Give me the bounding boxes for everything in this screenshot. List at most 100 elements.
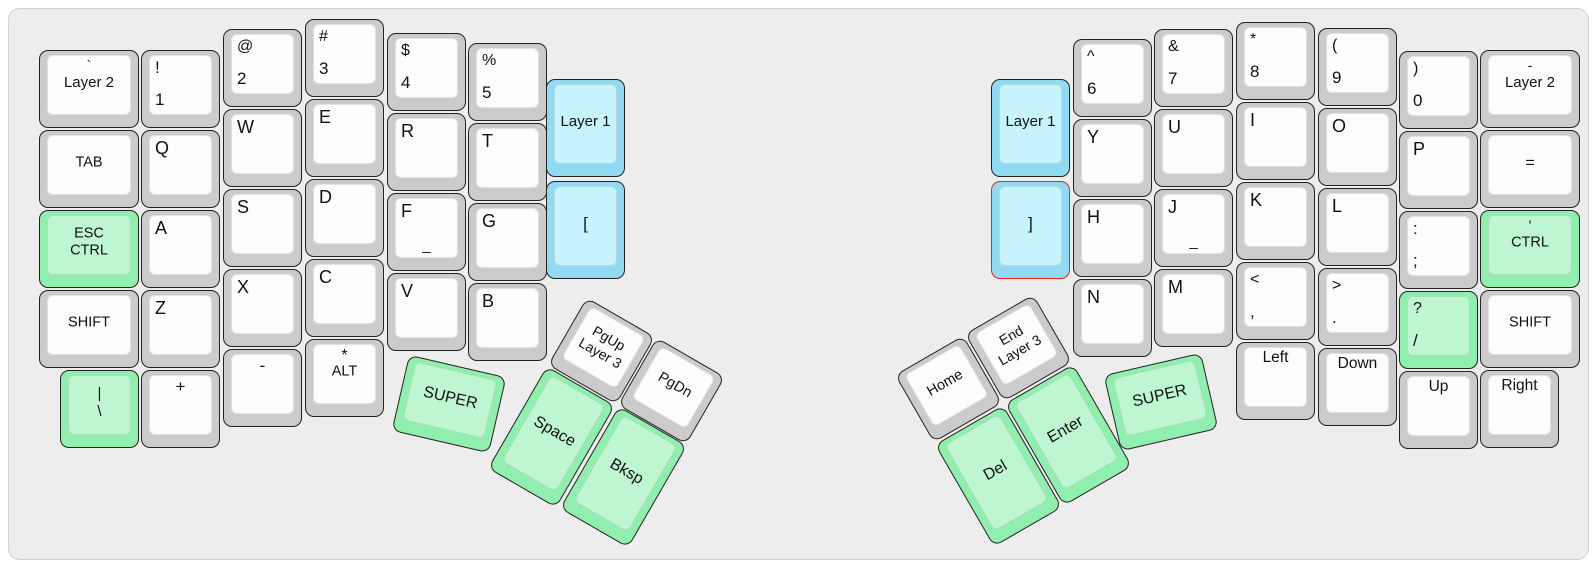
keycap-top — [1081, 124, 1144, 184]
keycap-top — [1326, 273, 1389, 333]
keycap-top — [313, 344, 376, 404]
key-r-question-slash[interactable]: ?/ — [1399, 291, 1478, 369]
key-r-minus-layer2[interactable]: -Layer 2 — [1480, 50, 1580, 128]
keycap-top — [903, 343, 989, 428]
key-r-up[interactable]: Up — [1399, 371, 1478, 449]
key-r-layer1[interactable]: Layer 1 — [991, 79, 1070, 177]
keycap-top — [1244, 267, 1307, 327]
keycap-top — [149, 135, 212, 195]
key-l-pipe-backslash[interactable]: | \ — [60, 370, 139, 448]
key-r-amp-7[interactable]: &7 — [1154, 29, 1233, 107]
keycap-top — [47, 295, 131, 355]
keycap-top — [1326, 193, 1389, 253]
key-l-r[interactable]: R — [387, 113, 466, 191]
key-l-layer1[interactable]: Layer 1 — [546, 79, 625, 177]
keycap-top — [1081, 284, 1144, 344]
keycap-top — [231, 34, 294, 94]
key-r-down[interactable]: Down — [1318, 348, 1397, 426]
key-l-v[interactable]: V — [387, 273, 466, 351]
keycap-top — [47, 55, 131, 115]
keycap-top — [476, 288, 539, 348]
key-l-x[interactable]: X — [223, 269, 302, 347]
keycap-top — [395, 198, 458, 258]
key-r-super[interactable]: SUPER — [1103, 352, 1219, 452]
key-l-at-2[interactable]: @2 — [223, 29, 302, 107]
key-r-left[interactable]: Left — [1236, 342, 1315, 420]
keycap-top — [395, 278, 458, 338]
keycap-top — [1244, 107, 1307, 167]
key-l-esc-ctrl[interactable]: ESC CTRL — [39, 210, 139, 288]
keycap-top — [554, 186, 617, 266]
key-r-rparen-0[interactable]: )0 — [1399, 51, 1478, 129]
key-l-dollar-4[interactable]: $4 — [387, 33, 466, 111]
key-r-o[interactable]: O — [1318, 108, 1397, 186]
key-l-a[interactable]: A — [141, 210, 220, 288]
keycap-top — [476, 128, 539, 188]
keycap-top — [1488, 55, 1572, 115]
key-r-ast-8[interactable]: *8 — [1236, 22, 1315, 100]
key-l-shift[interactable]: SHIFT — [39, 290, 139, 368]
keycap-top — [1326, 353, 1389, 413]
key-r-n[interactable]: N — [1073, 279, 1152, 357]
keycap-top — [1488, 375, 1551, 435]
key-l-hash-3[interactable]: #3 — [305, 19, 384, 97]
key-r-lt-comma[interactable]: <, — [1236, 262, 1315, 340]
keycap-top — [1244, 187, 1307, 247]
key-l-minus[interactable]: - — [223, 349, 302, 427]
key-l-q[interactable]: Q — [141, 130, 220, 208]
key-l-w[interactable]: W — [223, 109, 302, 187]
keycap-top — [313, 104, 376, 164]
key-r-h[interactable]: H — [1073, 199, 1152, 277]
keycap-top — [1244, 27, 1307, 87]
keycap-top — [1081, 44, 1144, 104]
key-r-k[interactable]: K — [1236, 182, 1315, 260]
keycap-top — [999, 186, 1062, 266]
keycap-top — [231, 114, 294, 174]
keycap-top — [1081, 204, 1144, 264]
key-r-lparen-9[interactable]: (9 — [1318, 28, 1397, 106]
key-l-c[interactable]: C — [305, 259, 384, 337]
key-r-shift[interactable]: SHIFT — [1480, 290, 1580, 368]
key-l-ast-alt[interactable]: *ALT — [305, 339, 384, 417]
key-r-right[interactable]: Right — [1480, 370, 1559, 448]
key-l-b[interactable]: B — [468, 283, 547, 361]
key-r-caret-6[interactable]: ^6 — [1073, 39, 1152, 117]
keycap-top — [1244, 347, 1307, 407]
key-l-t[interactable]: T — [468, 123, 547, 201]
key-l-lbracket[interactable]: [ — [546, 181, 625, 279]
key-l-g[interactable]: G — [468, 203, 547, 281]
key-l-f[interactable]: F_ — [387, 193, 466, 271]
key-l-backtick-layer2[interactable]: `Layer 2 — [39, 50, 139, 128]
keycap-top — [313, 264, 376, 324]
keycap-top — [231, 274, 294, 334]
key-r-equals[interactable]: = — [1480, 130, 1580, 208]
keycap-top — [68, 375, 131, 435]
key-r-y[interactable]: Y — [1073, 119, 1152, 197]
key-r-m[interactable]: M — [1154, 269, 1233, 347]
key-r-quote-ctrl[interactable]: 'CTRL — [1480, 210, 1580, 288]
keycap-top — [1407, 376, 1470, 436]
key-r-rbracket[interactable]: ] — [991, 181, 1070, 279]
key-r-i[interactable]: I — [1236, 102, 1315, 180]
key-l-tab[interactable]: TAB — [39, 130, 139, 208]
key-r-j[interactable]: J_ — [1154, 189, 1233, 267]
key-r-u[interactable]: U — [1154, 109, 1233, 187]
key-l-s[interactable]: S — [223, 189, 302, 267]
key-r-gt-period[interactable]: >. — [1318, 268, 1397, 346]
keycap-top — [476, 48, 539, 108]
key-r-colon-semicolon[interactable]: :; — [1399, 211, 1478, 289]
key-l-super[interactable]: SUPER — [391, 354, 507, 454]
keycap-top — [999, 84, 1062, 164]
keycap-top — [1488, 135, 1572, 195]
key-l-excl-1[interactable]: !1 — [141, 50, 220, 128]
keycap-top — [1112, 359, 1208, 437]
key-r-l[interactable]: L — [1318, 188, 1397, 266]
key-l-d[interactable]: D — [305, 179, 384, 257]
key-l-e[interactable]: E — [305, 99, 384, 177]
key-r-p[interactable]: P — [1399, 131, 1478, 209]
key-l-z[interactable]: Z — [141, 290, 220, 368]
key-l-plus[interactable]: + — [141, 370, 220, 448]
keycap-top — [1162, 194, 1225, 254]
key-l-pct-5[interactable]: %5 — [468, 43, 547, 121]
